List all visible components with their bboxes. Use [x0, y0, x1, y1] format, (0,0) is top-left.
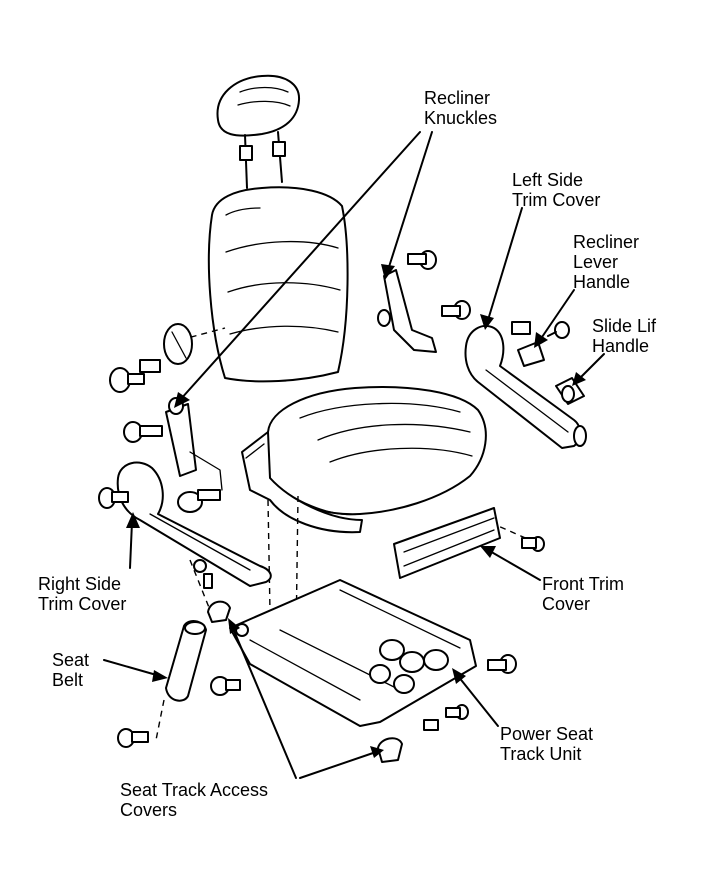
seat-cushion [241, 385, 487, 534]
left-knob-assembly [109, 323, 193, 393]
label-power-seat-track-unit: Power Seat Track Unit [500, 724, 594, 764]
headrest [216, 74, 301, 189]
right-side-trim-cover-part [98, 461, 272, 587]
label-recliner-lever-handle: Recliner Lever Handle [573, 232, 640, 292]
seat-back [207, 186, 349, 383]
slide-lift-handle-part [555, 377, 585, 405]
seat-track-access-covers-part [193, 559, 469, 763]
front-trim-cover-part [393, 507, 545, 579]
leader-lines [103, 131, 605, 779]
seat-belt-part [117, 620, 207, 748]
label-right-side-trim-cover: Right Side Trim Cover [38, 574, 127, 614]
power-seat-track-unit-part [210, 579, 517, 727]
left-side-trim-cover-part [464, 325, 587, 449]
frame-guides [155, 327, 531, 741]
label-seat-belt: Seat Belt [52, 650, 90, 690]
label-recliner-knuckles: Recliner Knuckles [424, 88, 498, 128]
recliner-lever-handle-part [511, 321, 570, 367]
label-left-side-trim-cover: Left Side Trim Cover [512, 170, 601, 210]
left-recliner-knuckle [377, 250, 471, 353]
label-front-trim-cover: Front Trim Cover [542, 574, 625, 614]
label-seat-track-access-covers: Seat Track Access Covers [120, 780, 269, 820]
label-slide-lift-handle: Slide Lif Handle [592, 316, 657, 356]
